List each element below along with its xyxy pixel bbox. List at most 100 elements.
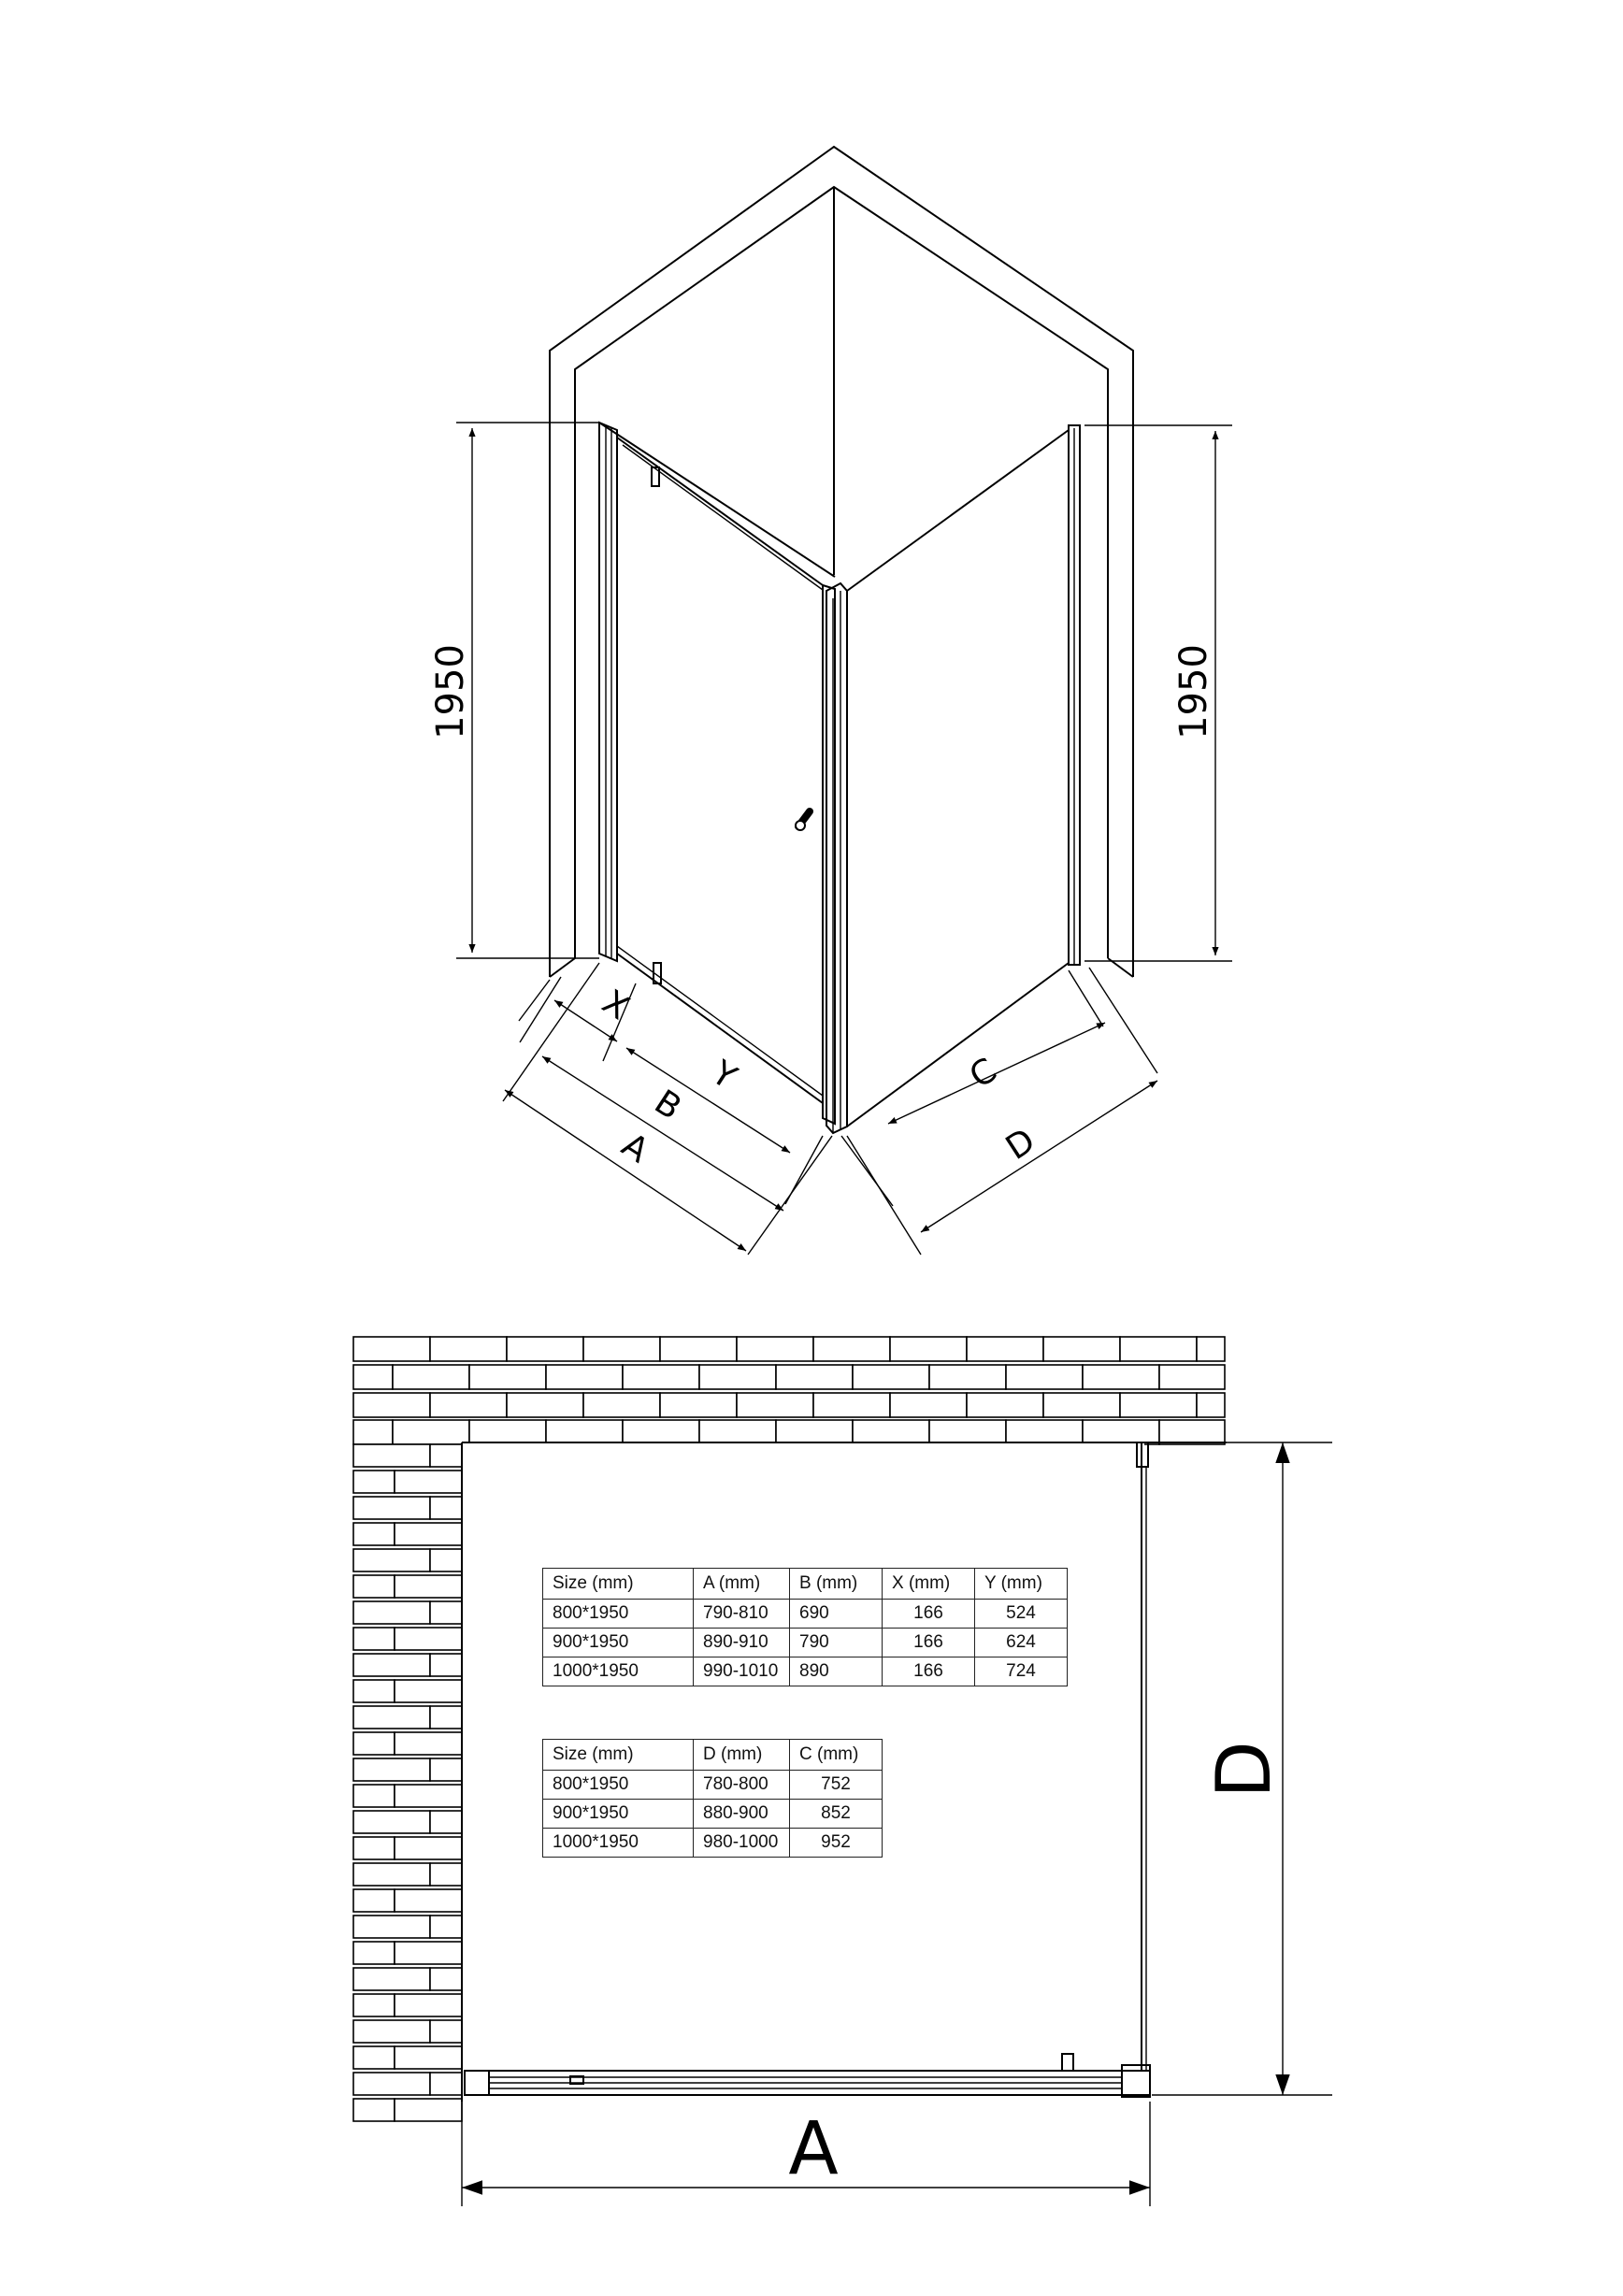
side-panel-size-table: Size (mm) D (mm) C (mm) 800*1950 780-800… xyxy=(542,1739,883,1858)
table-cell: 752 xyxy=(789,1770,883,1800)
table-cell: 780-800 xyxy=(693,1770,790,1800)
brick xyxy=(622,1419,700,1445)
brick xyxy=(429,1810,463,1834)
brick xyxy=(545,1419,624,1445)
brick xyxy=(352,1627,395,1651)
dimension-x-label: X xyxy=(596,983,636,1027)
brick xyxy=(582,1392,661,1418)
brick xyxy=(394,1784,463,1808)
brick xyxy=(394,1679,463,1703)
brick xyxy=(352,2019,431,2044)
brick xyxy=(352,1470,395,1494)
table-header-cell: C (mm) xyxy=(789,1739,883,1771)
height-dimension-left: 1950 xyxy=(429,422,599,959)
brick xyxy=(394,1993,463,2017)
brick xyxy=(852,1364,930,1390)
brick xyxy=(928,1364,1007,1390)
brick xyxy=(352,1705,431,1729)
brick xyxy=(394,1627,463,1651)
brick xyxy=(352,1600,431,1625)
brick xyxy=(352,1862,431,1887)
brick xyxy=(352,1443,431,1468)
brick xyxy=(394,1888,463,1913)
brick xyxy=(429,1443,463,1468)
brick xyxy=(352,1810,431,1834)
corner-post xyxy=(826,581,848,1135)
brick xyxy=(352,1392,431,1418)
table-header-cell: Size (mm) xyxy=(542,1739,694,1771)
brick xyxy=(775,1419,854,1445)
brick xyxy=(352,1784,395,1808)
brick xyxy=(468,1419,547,1445)
table-cell: 990-1010 xyxy=(693,1657,790,1686)
brick xyxy=(352,1888,395,1913)
fixed-side-panel xyxy=(846,424,1081,1127)
dimension-a: A xyxy=(504,1089,747,1252)
brick xyxy=(1119,1336,1198,1362)
brick xyxy=(1196,1392,1226,1418)
brick xyxy=(352,1758,431,1782)
brick xyxy=(394,1574,463,1599)
table-header-cell: D (mm) xyxy=(693,1739,790,1771)
table-cell: 1000*1950 xyxy=(542,1828,694,1858)
brick xyxy=(659,1392,738,1418)
plan-dimension-d-label: D xyxy=(1200,1741,1287,1799)
brick xyxy=(736,1392,814,1418)
brick xyxy=(429,2072,463,2096)
brick xyxy=(429,1967,463,1991)
brick xyxy=(889,1392,968,1418)
table-cell: 1000*1950 xyxy=(542,1657,694,1686)
corner-walls xyxy=(549,145,1134,978)
table-cell: 690 xyxy=(789,1599,883,1629)
height-label-left: 1950 xyxy=(429,644,472,739)
brick xyxy=(352,1993,395,2017)
brick xyxy=(352,1679,395,1703)
brick xyxy=(352,1574,395,1599)
brick xyxy=(352,1496,431,1520)
brick xyxy=(429,2019,463,2044)
brick xyxy=(1005,1419,1084,1445)
brick xyxy=(429,1336,508,1362)
brick xyxy=(429,1862,463,1887)
brick xyxy=(352,1548,431,1572)
brick xyxy=(429,1758,463,1782)
dimension-x: X xyxy=(553,983,636,1042)
brick xyxy=(392,1364,470,1390)
brick xyxy=(352,1653,431,1677)
table-cell: 166 xyxy=(882,1599,975,1629)
brick xyxy=(468,1364,547,1390)
dimension-y-label: Y xyxy=(704,1054,743,1098)
dimension-b-label: B xyxy=(648,1083,688,1127)
brick xyxy=(1119,1392,1198,1418)
brick xyxy=(352,1915,431,1939)
table-cell: 790-810 xyxy=(693,1599,790,1629)
brick xyxy=(394,1470,463,1494)
brick xyxy=(698,1364,777,1390)
plan-door-handle xyxy=(1061,2053,1074,2072)
table-cell: 166 xyxy=(882,1657,975,1686)
table-cell: 890-910 xyxy=(693,1628,790,1657)
brick xyxy=(545,1364,624,1390)
brick xyxy=(429,1600,463,1625)
brick xyxy=(812,1336,891,1362)
table-cell: 900*1950 xyxy=(542,1799,694,1829)
brick xyxy=(429,1392,508,1418)
plan-dimension-d: D xyxy=(1152,1442,1332,2096)
brick xyxy=(889,1336,968,1362)
brick xyxy=(582,1336,661,1362)
table-header-row: Size (mm) D (mm) C (mm) xyxy=(542,1739,883,1771)
door-handle xyxy=(795,808,813,831)
brick xyxy=(352,2072,431,2096)
table-cell: 166 xyxy=(882,1628,975,1657)
dimension-b: B xyxy=(541,1055,784,1212)
table-cell: 800*1950 xyxy=(542,1599,694,1629)
table-row: 800*1950 780-800 752 xyxy=(542,1770,883,1800)
brick xyxy=(394,2045,463,2070)
pivot-door-panel xyxy=(598,421,836,1126)
table-cell: 952 xyxy=(789,1828,883,1858)
dimension-a-label: A xyxy=(615,1126,655,1170)
table-row: 800*1950 790-810 690 166 524 xyxy=(542,1599,1068,1629)
table-cell: 524 xyxy=(974,1599,1068,1629)
brick xyxy=(352,1364,394,1390)
